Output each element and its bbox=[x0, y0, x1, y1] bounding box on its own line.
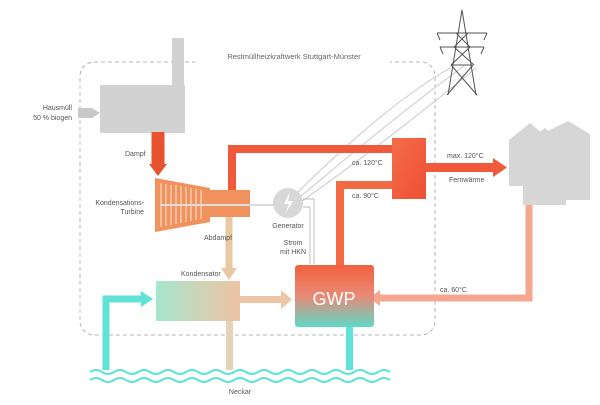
river-return-pipe-condenser bbox=[226, 321, 233, 370]
power-label-line2: mit HKN bbox=[280, 249, 306, 256]
heat-exchanger bbox=[392, 138, 426, 199]
district-heating-arrow bbox=[493, 158, 507, 177]
condenser-to-gwp-arrow bbox=[281, 290, 292, 309]
condenser-to-gwp-pipe bbox=[240, 296, 282, 303]
power-to-gwp bbox=[303, 198, 315, 264]
temp-90-label: ca. 90°C bbox=[352, 192, 379, 200]
temp-max-label: max. 120°C bbox=[447, 152, 484, 160]
exhaust-label: Abdampf bbox=[204, 235, 232, 242]
exhaust-arrow bbox=[221, 268, 237, 280]
return-arrow bbox=[369, 290, 380, 306]
power-line-1 bbox=[289, 67, 451, 201]
generator-label: Generator bbox=[272, 223, 304, 230]
hot-pipe-120 bbox=[228, 145, 395, 192]
hot-pipe-90 bbox=[336, 181, 393, 268]
power-line-2 bbox=[293, 65, 465, 203]
lightning-bolt-icon bbox=[284, 192, 293, 214]
town-houses bbox=[509, 121, 590, 205]
turbine-label-line2: Turbine bbox=[121, 209, 145, 216]
power-label-line1: Strom bbox=[284, 240, 303, 247]
power-pylon-icon bbox=[436, 9, 488, 96]
district-heating-label: Fernwärme bbox=[449, 177, 485, 184]
arrow-right-icon bbox=[78, 108, 100, 118]
district-heating-pipe bbox=[426, 163, 494, 172]
turbine-label-line1: Kondensations- bbox=[95, 200, 144, 207]
condenser-label: Kondensator bbox=[181, 271, 221, 278]
input-label-line1: Hausmüll bbox=[43, 105, 73, 112]
river-return-pipe-gwp bbox=[346, 327, 353, 370]
power-to-gwp-2 bbox=[303, 206, 311, 264]
return-pipe-60 bbox=[378, 205, 533, 302]
steam-arrow bbox=[149, 164, 167, 176]
river-inlet-pipe bbox=[102, 295, 143, 370]
incinerator-building bbox=[100, 38, 185, 133]
condenser bbox=[156, 281, 240, 321]
river-inlet-arrow bbox=[141, 291, 153, 307]
river-label: Neckar bbox=[229, 389, 252, 396]
temp-120-label: ca. 120°C bbox=[352, 159, 383, 167]
temp-60-label: ca. 60°C bbox=[440, 286, 467, 294]
input-label-line2: 50 % biogen bbox=[33, 115, 72, 122]
turbine-shaft-housing bbox=[208, 190, 250, 217]
river-waves bbox=[89, 369, 391, 383]
heat-pump-label: GWP bbox=[313, 289, 356, 309]
steam-label: Dampf bbox=[125, 151, 146, 158]
heat-pump-gwp bbox=[295, 265, 374, 327]
plant-title: Restmüllheizkraftwerk Stuttgart-Münster bbox=[227, 52, 361, 61]
